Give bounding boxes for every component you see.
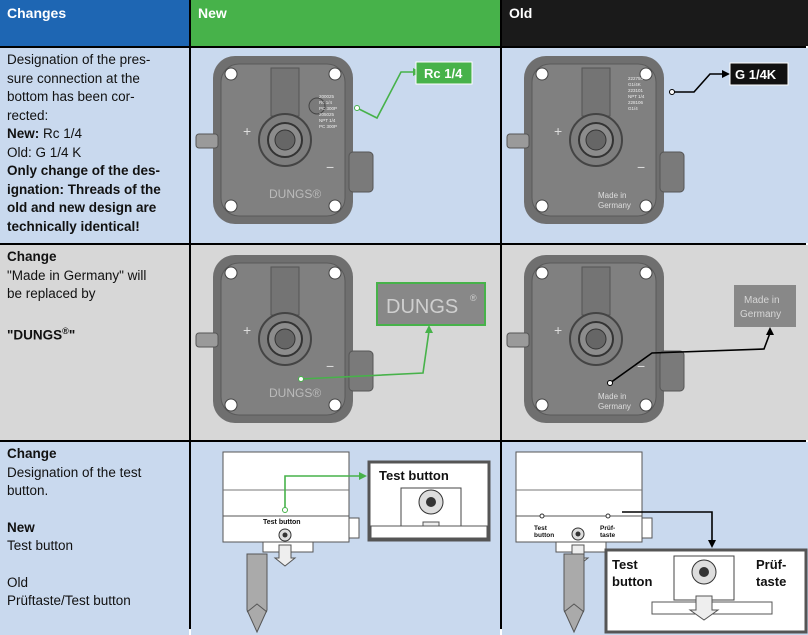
old-small-left-1: Test — [534, 525, 548, 532]
made-in-old-2: Germany — [598, 201, 631, 210]
row2-brand-line: "DUNGS®" — [7, 325, 76, 343]
callout-line-new — [356, 71, 413, 120]
row1-bold-4: technically identical! — [7, 218, 140, 234]
pressure-switch-new-logo-illustration: + − DUNGS® DUNGS ® — [195, 255, 486, 423]
row1-bold-2: ignation: Threads of the — [7, 181, 161, 197]
pressure-switch-body-old: + − — [506, 56, 685, 224]
old-small-left-2: button — [534, 532, 554, 539]
logo-callout-line-new — [300, 330, 430, 380]
row3-old-value: Prüftaste/Test button — [7, 593, 131, 608]
row1-line-3: bottom has been cor- — [7, 89, 135, 104]
row3-title: Change — [7, 446, 57, 461]
plate-old-5: 228106 — [628, 100, 644, 105]
old-zoom-right-1: Prüf- — [756, 557, 786, 572]
svg-text:−: − — [326, 358, 334, 374]
plate-new-1: 200025 — [319, 94, 335, 99]
pressure-switch-new-illustration: + − 200025 Rc 1/4 PC 300P 205025 NPT 1/4… — [195, 56, 473, 224]
brand-mark-new: DUNGS® — [269, 187, 321, 201]
row2-old-image: + − Made in Germany Made in Germany — [502, 245, 808, 440]
header-old: Old — [502, 0, 808, 46]
row1-line-4: rected: — [7, 107, 49, 123]
plate-old-1: 222750 — [628, 76, 644, 81]
old-small-right-2: taste — [600, 532, 616, 539]
made-in-old-label-2: Germany — [740, 309, 781, 320]
made-in-box-old — [734, 285, 796, 327]
row1-new-image: + − 200025 Rc 1/4 PC 300P 205025 NPT 1/4… — [191, 48, 500, 243]
row1-bold-3: old and new design are — [7, 200, 157, 215]
header-changes: Changes — [0, 0, 189, 46]
row1-old-line: Old: G 1/4 K — [7, 144, 82, 160]
svg-text:+: + — [243, 123, 251, 139]
made-in-old-1: Made in — [598, 191, 626, 200]
row3-new-title: New — [7, 519, 35, 535]
row2-description: Change "Made in Germany" will be replace… — [0, 245, 189, 440]
svg-text:+: + — [554, 322, 562, 338]
row3-description: Change Designation of the test button. N… — [0, 442, 189, 635]
row2-line-2: be replaced by — [7, 286, 96, 301]
row3-new-image: Test button Test button — [191, 442, 500, 635]
svg-text:−: − — [637, 358, 645, 374]
svg-text:Germany: Germany — [598, 402, 631, 411]
plate-old-4: NPT 1/4 — [628, 94, 645, 99]
test-callout-line-old — [622, 511, 713, 542]
old-zoom-right-2: taste — [756, 574, 786, 589]
old-zoom-left-2: button — [612, 574, 652, 589]
row1-description: Designation of the pres- sure connection… — [0, 48, 189, 243]
test-button-zoom-label-new: Test button — [379, 468, 449, 483]
pressure-switch-body-2: + − DUNGS® — [195, 255, 374, 423]
callout-text-old: G 1/4K — [735, 67, 777, 82]
callout-line-old — [672, 73, 724, 93]
row3-old-title: Old — [7, 574, 29, 590]
pressure-switch-old-label-illustration: + − Made in Germany Made in Germany — [506, 255, 796, 423]
row3-line-1: Designation of the test — [7, 464, 142, 480]
dungs-logo-new: DUNGS — [386, 296, 458, 318]
callout-box-old — [729, 62, 789, 86]
row1-old-image: + − 222750 G1/4K 223101 NPT 1/4 228106 G… — [502, 48, 808, 243]
callout-text-new: Rc 1/4 — [424, 66, 463, 81]
test-button-new-illustration: Test button Test button — [222, 451, 491, 634]
row1-bold-1: Only change of the des- — [7, 163, 161, 178]
row2-line-1: "Made in Germany" will — [7, 267, 147, 283]
old-small-right-1: Prüf- — [600, 525, 615, 532]
row2-title: Change — [7, 249, 57, 264]
header-new: New — [191, 0, 500, 46]
plate-new-6: PC 300P — [319, 124, 337, 129]
plate-new-4: 205025 — [319, 112, 335, 117]
svg-text:Made in: Made in — [598, 392, 626, 401]
dungs-logo-reg: ® — [470, 293, 477, 303]
callout-box-new — [415, 61, 473, 85]
svg-text:+: + — [554, 123, 562, 139]
old-zoom-left-1: Test — [612, 557, 638, 572]
row3-old-image: Test button Prüf- taste Test button Prüf… — [502, 442, 808, 635]
svg-text:+: + — [243, 322, 251, 338]
pressure-switch-body: + − — [195, 56, 374, 224]
row1-new-value: Rc 1/4 — [39, 126, 83, 141]
plate-new-3: PC 300P — [319, 106, 337, 111]
dungs-logo-box-new — [376, 282, 486, 326]
label-callout-line-old — [609, 332, 771, 384]
plate-new-2: Rc 1/4 — [319, 100, 333, 105]
plate-new-5: NPT 1/4 — [319, 118, 336, 123]
row1-line-1: Designation of the pres- — [7, 52, 151, 67]
plate-old-3: 223101 — [628, 88, 644, 93]
row1-line-2: sure connection at the — [7, 70, 140, 86]
test-callout-line-new — [284, 475, 361, 510]
made-in-old-label-1: Made in — [744, 295, 780, 306]
plate-old-2: G1/4K — [628, 82, 641, 87]
row3-line-2: button. — [7, 483, 49, 498]
row3-new-value: Test button — [7, 538, 74, 553]
pressure-switch-body-2-old: + − Made in Germany — [506, 255, 685, 423]
test-button-old-illustration: Test button Prüf- taste Test button Prüf… — [515, 451, 808, 634]
pressure-switch-old-illustration: + − 222750 G1/4K 223101 NPT 1/4 228106 G… — [506, 56, 789, 224]
plate-old-6: G1/4 — [628, 106, 638, 111]
svg-text:DUNGS®: DUNGS® — [269, 386, 321, 400]
row2-new-image: + − DUNGS® DUNGS ® — [191, 245, 500, 440]
row1-new-label: New: — [7, 126, 40, 141]
test-button-label-small-new: Test button — [263, 519, 301, 526]
svg-text:−: − — [637, 159, 645, 175]
svg-text:−: − — [326, 159, 334, 175]
